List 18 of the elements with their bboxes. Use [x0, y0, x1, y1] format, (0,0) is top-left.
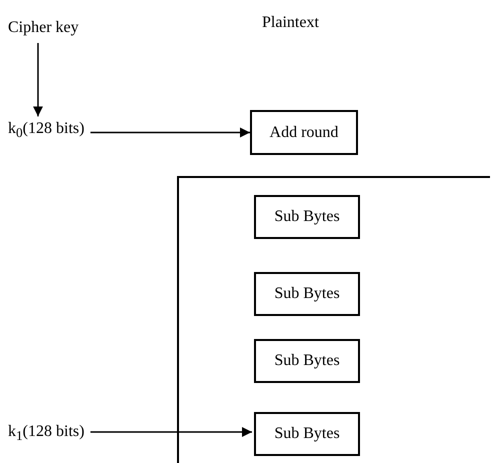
arrow — [90, 427, 252, 437]
round-key-label: k$_{1}$(128 bits) — [8, 423, 84, 445]
process-box — [254, 195, 360, 239]
arrow — [33, 43, 43, 116]
box-label: Sub Bytes — [274, 425, 340, 443]
key-label: Cipher key — [8, 19, 79, 37]
process-box — [254, 272, 360, 316]
round-group-frame — [177, 176, 490, 463]
box-label: Sub Bytes — [274, 285, 340, 303]
arrow — [90, 128, 250, 138]
box-label: Sub Bytes — [274, 352, 340, 370]
round-key-label: k$_{0}$(128 bits) — [8, 120, 84, 142]
process-box — [250, 110, 358, 155]
process-box — [254, 339, 360, 383]
process-box — [254, 412, 360, 456]
input-label: Plaintext — [262, 14, 319, 32]
box-label: Sub Bytes — [274, 208, 340, 226]
box-label: Add round — [270, 124, 338, 142]
